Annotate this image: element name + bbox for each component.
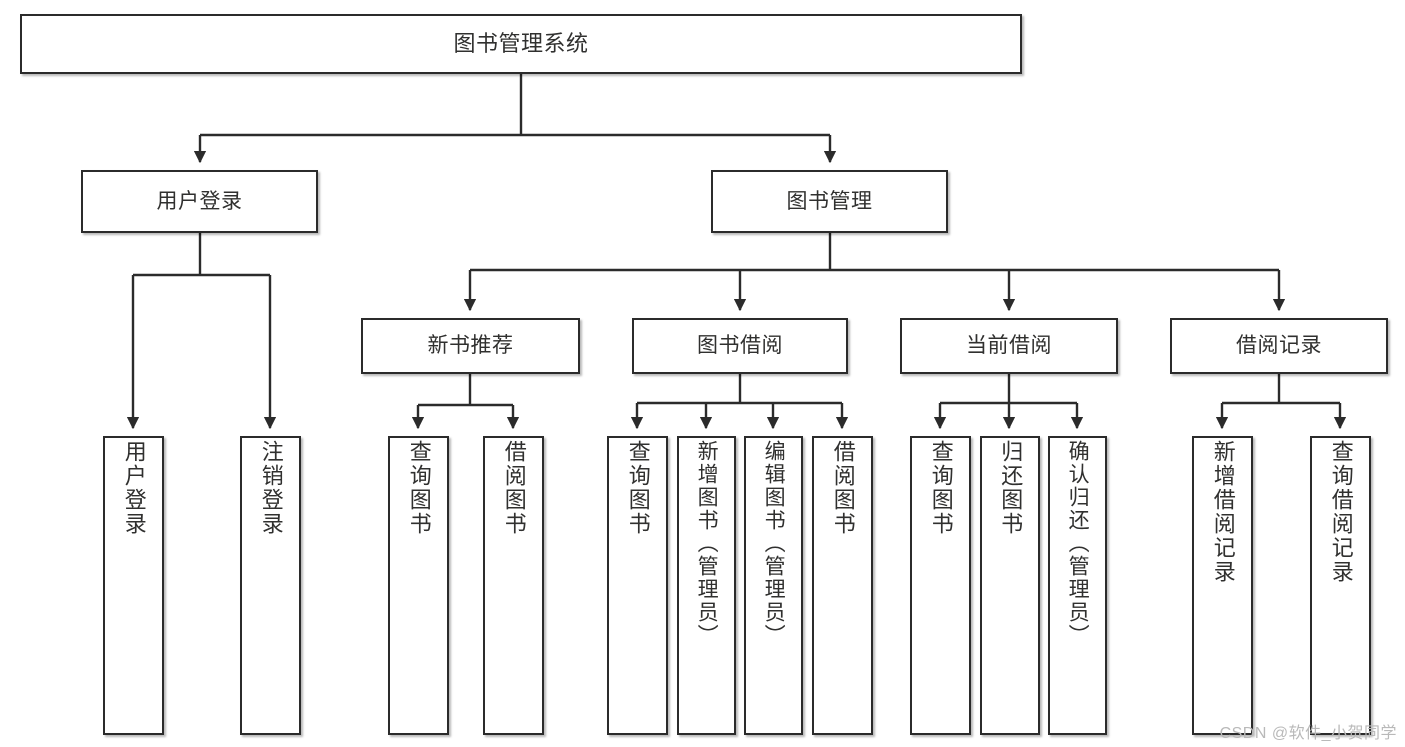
leaf-query-book-2-label: 查询图书 [625,440,651,536]
leaf-borrow-book-2-label: 借阅图书 [830,440,856,536]
leaf-edit-book[interactable]: 编辑图书（管理员） [744,436,803,735]
leaf-borrow-book-1-label: 借阅图书 [501,440,527,536]
leaf-logout-login-label: 注销登录 [258,440,284,536]
leaf-add-book[interactable]: 新增图书（管理员） [677,436,736,735]
node-borrow-record[interactable]: 借阅记录 [1170,318,1388,374]
leaf-confirm-return[interactable]: 确认归还（管理员） [1048,436,1107,735]
node-book-borrow-label: 图书借阅 [697,334,783,358]
leaf-return-book[interactable]: 归还图书 [980,436,1040,735]
leaf-query-borrow-record[interactable]: 查询借阅记录 [1310,436,1371,735]
node-root-label: 图书管理系统 [453,31,589,57]
watermark: CSDN @软件_小贺同学 [1219,725,1397,742]
leaf-add-borrow-record[interactable]: 新增借阅记录 [1192,436,1253,735]
leaf-return-book-label: 归还图书 [998,440,1024,536]
leaf-query-book-3[interactable]: 查询图书 [910,436,971,735]
node-user-login[interactable]: 用户登录 [81,170,318,233]
node-user-login-label: 用户登录 [156,189,243,213]
leaf-user-login[interactable]: 用户登录 [103,436,164,735]
leaf-borrow-book-2[interactable]: 借阅图书 [812,436,873,735]
node-book-manage-label: 图书管理 [786,189,873,213]
leaf-edit-book-label: 编辑图书（管理员） [762,440,786,647]
leaf-logout-login[interactable]: 注销登录 [240,436,301,735]
leaf-borrow-book-1[interactable]: 借阅图书 [483,436,544,735]
node-book-borrow[interactable]: 图书借阅 [632,318,848,374]
leaf-query-book-1[interactable]: 查询图书 [388,436,449,735]
node-book-manage[interactable]: 图书管理 [711,170,948,233]
node-root[interactable]: 图书管理系统 [20,14,1022,74]
node-new-book-recommend-label: 新书推荐 [427,334,514,358]
node-new-book-recommend[interactable]: 新书推荐 [361,318,580,374]
leaf-query-book-2[interactable]: 查询图书 [607,436,668,735]
leaf-add-borrow-record-label: 新增借阅记录 [1210,440,1236,584]
leaf-user-login-label: 用户登录 [121,440,147,536]
leaf-query-borrow-record-label: 查询借阅记录 [1328,440,1354,584]
node-current-borrow[interactable]: 当前借阅 [900,318,1118,374]
node-borrow-record-label: 借阅记录 [1236,334,1322,358]
leaf-query-book-1-label: 查询图书 [406,440,432,536]
leaf-query-book-3-label: 查询图书 [928,440,954,536]
leaf-confirm-return-label: 确认归还（管理员） [1066,440,1090,647]
node-current-borrow-label: 当前借阅 [966,334,1052,358]
leaf-add-book-label: 新增图书（管理员） [695,440,719,647]
